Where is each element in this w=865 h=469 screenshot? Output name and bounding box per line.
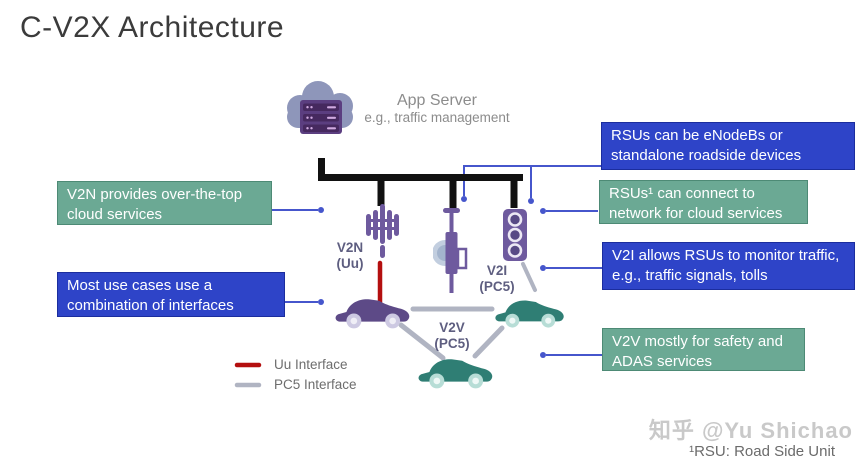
car-v2i-teal [495, 300, 564, 328]
callout-text-line: RSUs¹ can connect to [609, 185, 755, 202]
callout-rsu-enodeb: RSUs can be eNodeBs or standalone roadsi… [601, 122, 855, 170]
callout-v2n-cloud: V2N provides over-the-top cloud services [57, 181, 272, 225]
rsu-pole-icon [433, 208, 468, 293]
callout-text-line: e.g., traffic signals, tolls [612, 267, 768, 284]
watermark: 知乎 @Yu Shichao [648, 418, 853, 443]
callout-text-line: ADAS services [612, 353, 713, 370]
blue-connector-dots [318, 196, 546, 358]
pc5-link-v2i [521, 262, 537, 292]
footnote-rsu: ¹RSU: Road Side Unit [689, 443, 835, 460]
label-v2n: V2N (Uu) [322, 240, 378, 272]
label-v2v-name: V2V [439, 320, 465, 335]
callout-text-line: cloud services [67, 206, 163, 223]
callout-rsu-network: RSUs¹ can connect to network for cloud s… [599, 180, 808, 224]
network-bus [318, 158, 523, 208]
label-v2n-iface: (Uu) [336, 256, 364, 271]
pc5-links [398, 262, 537, 361]
blue-connector-lines [272, 165, 602, 356]
app-server-subtitle: e.g., traffic management [364, 110, 510, 125]
callout-v2v-safety: V2V mostly for safety and ADAS services [602, 328, 805, 371]
callout-text-line: V2I allows RSUs to monitor traffic, [612, 247, 840, 264]
traffic-light-icon [503, 209, 527, 261]
page-title: C-V2X Architecture [20, 11, 285, 44]
label-v2i-name: V2I [486, 263, 508, 278]
callout-combination: Most use cases use a combination of inte… [57, 272, 285, 317]
label-v2v-iface: (PC5) [434, 336, 470, 351]
label-v2v: V2V (PC5) [424, 320, 480, 352]
callout-text-line: Most use cases use a [67, 277, 213, 294]
pc5-link-v2v-left [398, 322, 446, 361]
callout-text-line: standalone roadside devices [611, 147, 802, 164]
app-server-label: App Server e.g., traffic management [358, 92, 516, 126]
connector-rsu-enodeb-line [463, 165, 601, 196]
legend-uu-label: Uu Interface [274, 357, 348, 372]
cell-antenna-icon [366, 204, 399, 258]
car-wheels [505, 313, 556, 328]
car-wheels [429, 373, 484, 389]
callout-text-line: network for cloud services [609, 205, 783, 222]
label-v2n-name: V2N [336, 240, 364, 255]
legend-pc5-label: PC5 Interface [274, 377, 357, 392]
callout-v2i-monitor: V2I allows RSUs to monitor traffic, e.g.… [602, 242, 855, 290]
callout-text-line: V2V mostly for safety and [612, 333, 783, 350]
callout-text-line: RSUs can be eNodeBs or [611, 127, 783, 144]
label-v2i: V2I (PC5) [469, 263, 525, 295]
car-v2v-teal [418, 359, 493, 389]
app-server-name: App Server [396, 92, 478, 109]
car-v2n-purple [335, 299, 410, 329]
callout-text-line: V2N provides over-the-top [67, 186, 243, 203]
cloud-server-icon [287, 81, 353, 134]
label-v2i-iface: (PC5) [479, 279, 515, 294]
pc5-link-v2v-right [472, 325, 505, 359]
car-wheels [346, 313, 401, 329]
callout-text-line: combination of interfaces [67, 297, 234, 314]
